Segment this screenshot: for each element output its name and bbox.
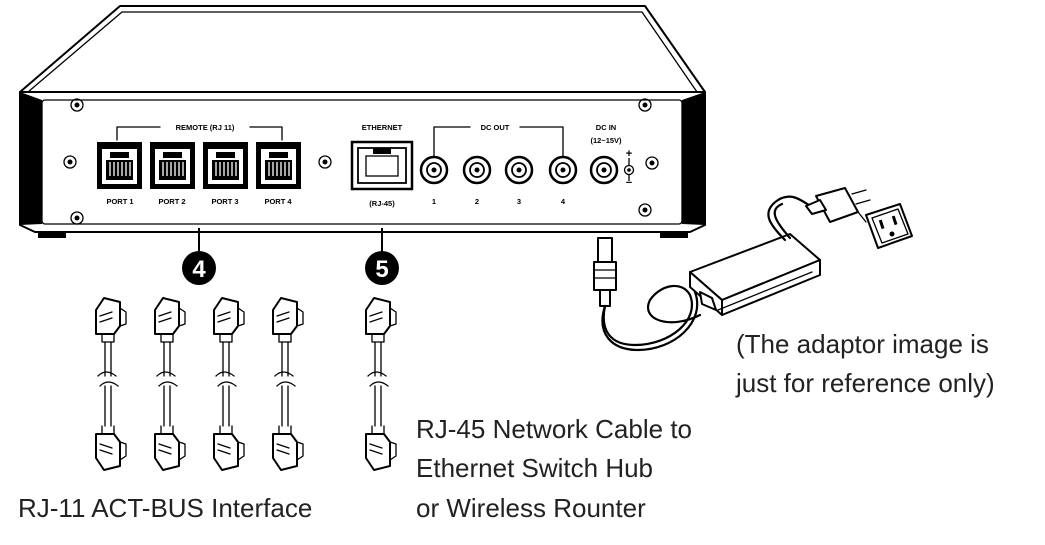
ethernet-sub-label: (RJ-45) [369,199,395,208]
power-adaptor-icon [593,187,913,352]
rj11-port-icon[interactable] [150,142,195,189]
dcout-port-number: 4 [561,197,566,206]
screw-icon [318,155,332,169]
dc-jack-icon[interactable] [548,155,578,185]
dcout-port-number: 1 [432,197,436,206]
dcout-port-number: 2 [475,197,479,206]
rj11-cables [95,297,304,471]
polarity-plus: + [626,148,632,160]
rj11-cable-icon [213,297,245,471]
rj11-ports: PORT 1 PORT 2 PORT 3 PORT 4 [97,142,301,206]
dc-jack-icon[interactable] [504,155,534,185]
dcin-group: DC IN (12~15V) + − [589,123,635,189]
rj11-cable-icon [95,297,127,471]
remote-group: REMOTE (RJ 11) [116,123,283,141]
ethernet-group: ETHERNET (RJ-45) [350,123,414,208]
badge-rj11: 4 [182,251,216,285]
rj11-cable-icon [154,297,186,471]
port-label: PORT 2 [158,197,185,206]
badge-rj11-number: 4 [192,256,206,283]
port-label: PORT 4 [264,197,292,206]
badge-rj45: 5 [365,251,399,285]
screw-icon [645,156,659,170]
rj45-cable [365,297,397,471]
ethernet-label: ETHERNET [362,123,403,132]
dcout-group: DC OUT 1 2 3 4 [419,123,578,206]
rj11-port-icon[interactable] [203,142,248,189]
rj45-caption-line3: or Wireless Rounter [416,493,646,523]
rj11-port-icon[interactable] [97,142,142,189]
rj45-port-icon[interactable] [350,140,414,191]
dcout-label: DC OUT [481,123,510,132]
rj45-caption-line1: RJ-45 Network Cable to [416,414,692,444]
screw-icon [70,98,84,112]
dc-jack-icon[interactable] [462,155,492,185]
rj11-port-icon[interactable] [256,142,301,189]
panel-screws [63,98,659,225]
remote-label: REMOTE (RJ 11) [176,123,235,132]
rj11-cable-icon [272,297,304,471]
screw-icon [638,98,652,112]
dcin-sub-label: (12~15V) [590,136,622,145]
screw-icon [63,155,77,169]
port-label: PORT 3 [211,197,238,206]
screw-icon [70,211,84,225]
rj45-cable-icon [365,297,397,471]
rj45-caption-line2: Ethernet Switch Hub [416,453,653,483]
port-label: PORT 1 [106,197,133,206]
badge-rj45-number: 5 [375,256,388,283]
adaptor-caption-line1: (The adaptor image is [736,329,989,359]
polarity-minus: − [626,177,632,189]
dcout-port-number: 3 [517,197,521,206]
rj11-caption: RJ-11 ACT-BUS Interface [18,493,312,523]
dcin-label: DC IN [596,123,616,132]
dc-in-jack-icon[interactable] [589,155,619,185]
screw-icon [638,203,652,217]
dc-jack-icon[interactable] [419,155,449,185]
leaders [198,228,383,252]
polarity-icon: + − [623,148,635,189]
adaptor-caption-line2: just for reference only) [735,368,995,398]
